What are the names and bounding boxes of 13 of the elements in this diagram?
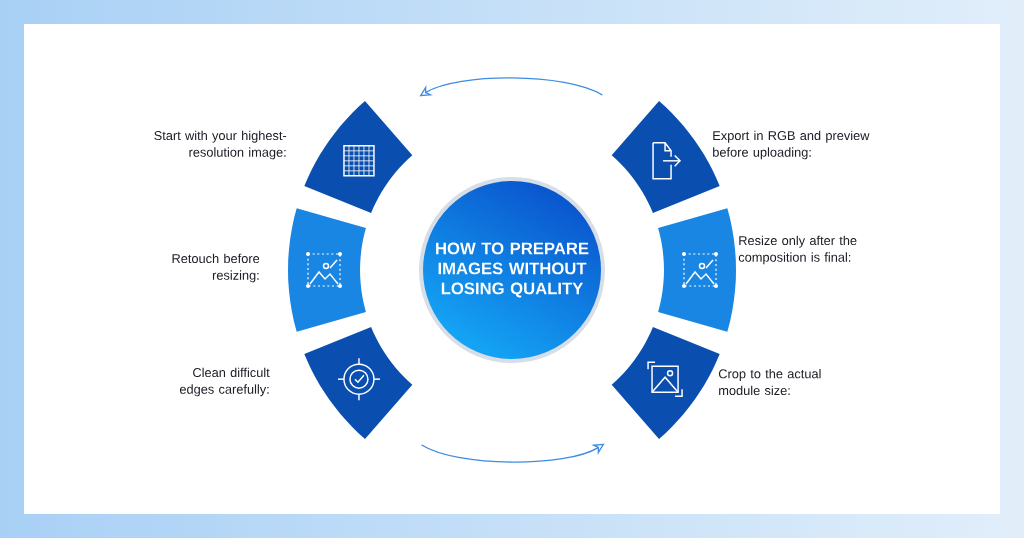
ring-segment	[304, 100, 413, 214]
step-text: Clean difficult edges carefully:	[179, 367, 270, 397]
step-text: Export in RGB and preview before uploading:	[713, 130, 870, 160]
ring-segment	[658, 208, 736, 332]
ring-segment	[611, 326, 720, 440]
ring-segment	[288, 208, 366, 332]
step-text: Start with your highest-resolution image:	[154, 130, 287, 160]
ring-segment	[304, 326, 413, 440]
curved-arrow	[420, 443, 605, 463]
step-text: Resize only after the composition is final:	[738, 235, 857, 265]
step-text: Retouch before resizing:	[172, 253, 260, 283]
step-text: Crop to the actual module size:	[718, 368, 821, 396]
curved-arrow	[419, 77, 604, 97]
